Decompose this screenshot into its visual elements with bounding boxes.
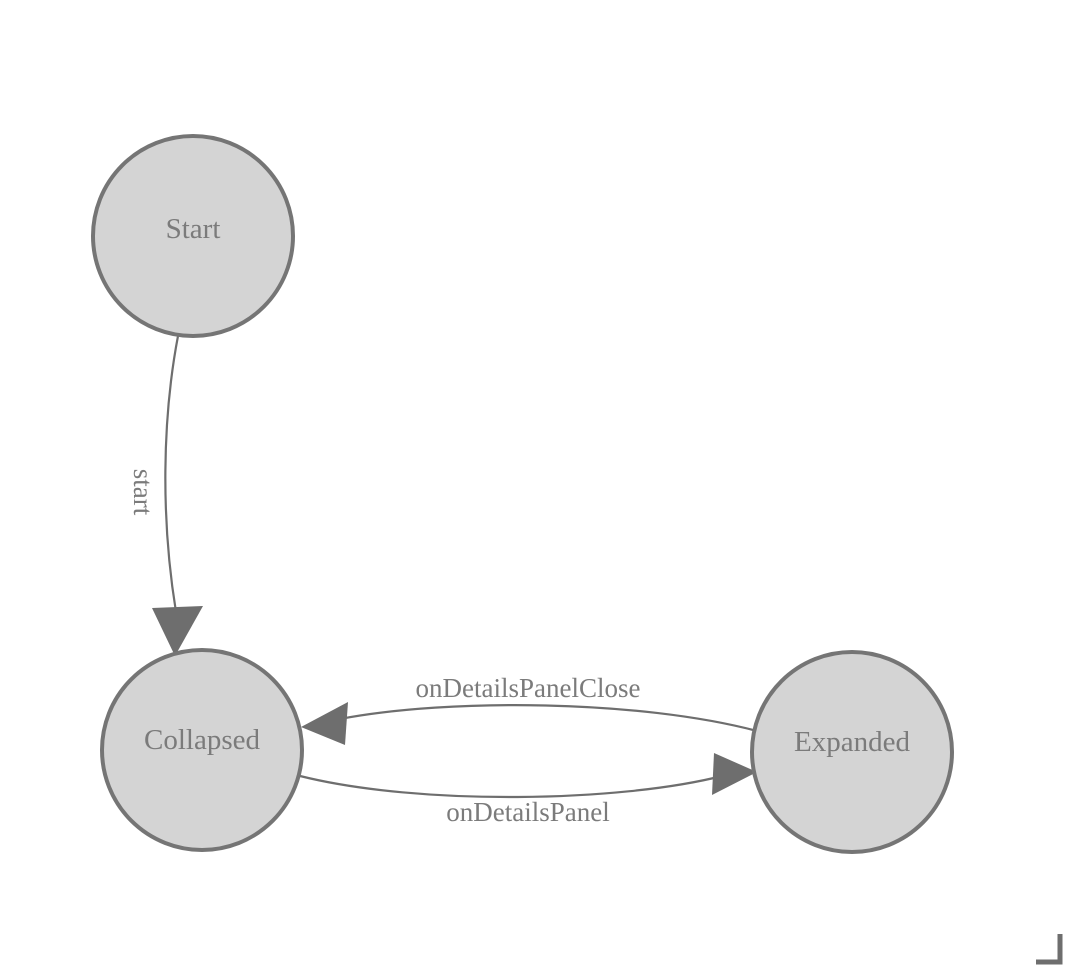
edge-start-to-collapsed-path xyxy=(164,334,180,614)
node-start[interactable]: Start xyxy=(91,134,295,338)
edge-label-start: start xyxy=(128,469,158,516)
node-expanded[interactable]: Expanded xyxy=(750,650,954,854)
edge-label-on-details-panel: onDetailsPanel xyxy=(446,797,609,827)
edge-expanded-to-collapsed[interactable] xyxy=(301,702,759,745)
corner-bracket-mark xyxy=(1036,934,1063,965)
edge-expanded-to-collapsed-path xyxy=(338,704,759,733)
node-start-label: Start xyxy=(166,213,221,245)
edge-collapsed-to-expanded-path xyxy=(298,774,724,799)
node-start-circle xyxy=(91,134,295,338)
node-collapsed-circle xyxy=(100,648,304,852)
arrowhead-into-collapsed-left xyxy=(301,702,348,745)
node-expanded-circle xyxy=(750,650,954,854)
arrowhead-into-collapsed-top xyxy=(152,606,203,656)
node-collapsed-label: Collapsed xyxy=(144,724,260,756)
arrowhead-into-expanded-left xyxy=(712,753,757,795)
node-expanded-label: Expanded xyxy=(794,726,910,758)
edge-label-on-details-panel-close: onDetailsPanelClose xyxy=(416,673,641,703)
edge-start-to-collapsed[interactable] xyxy=(152,334,203,656)
edge-collapsed-to-expanded[interactable] xyxy=(298,753,757,799)
node-collapsed[interactable]: Collapsed xyxy=(100,648,304,852)
